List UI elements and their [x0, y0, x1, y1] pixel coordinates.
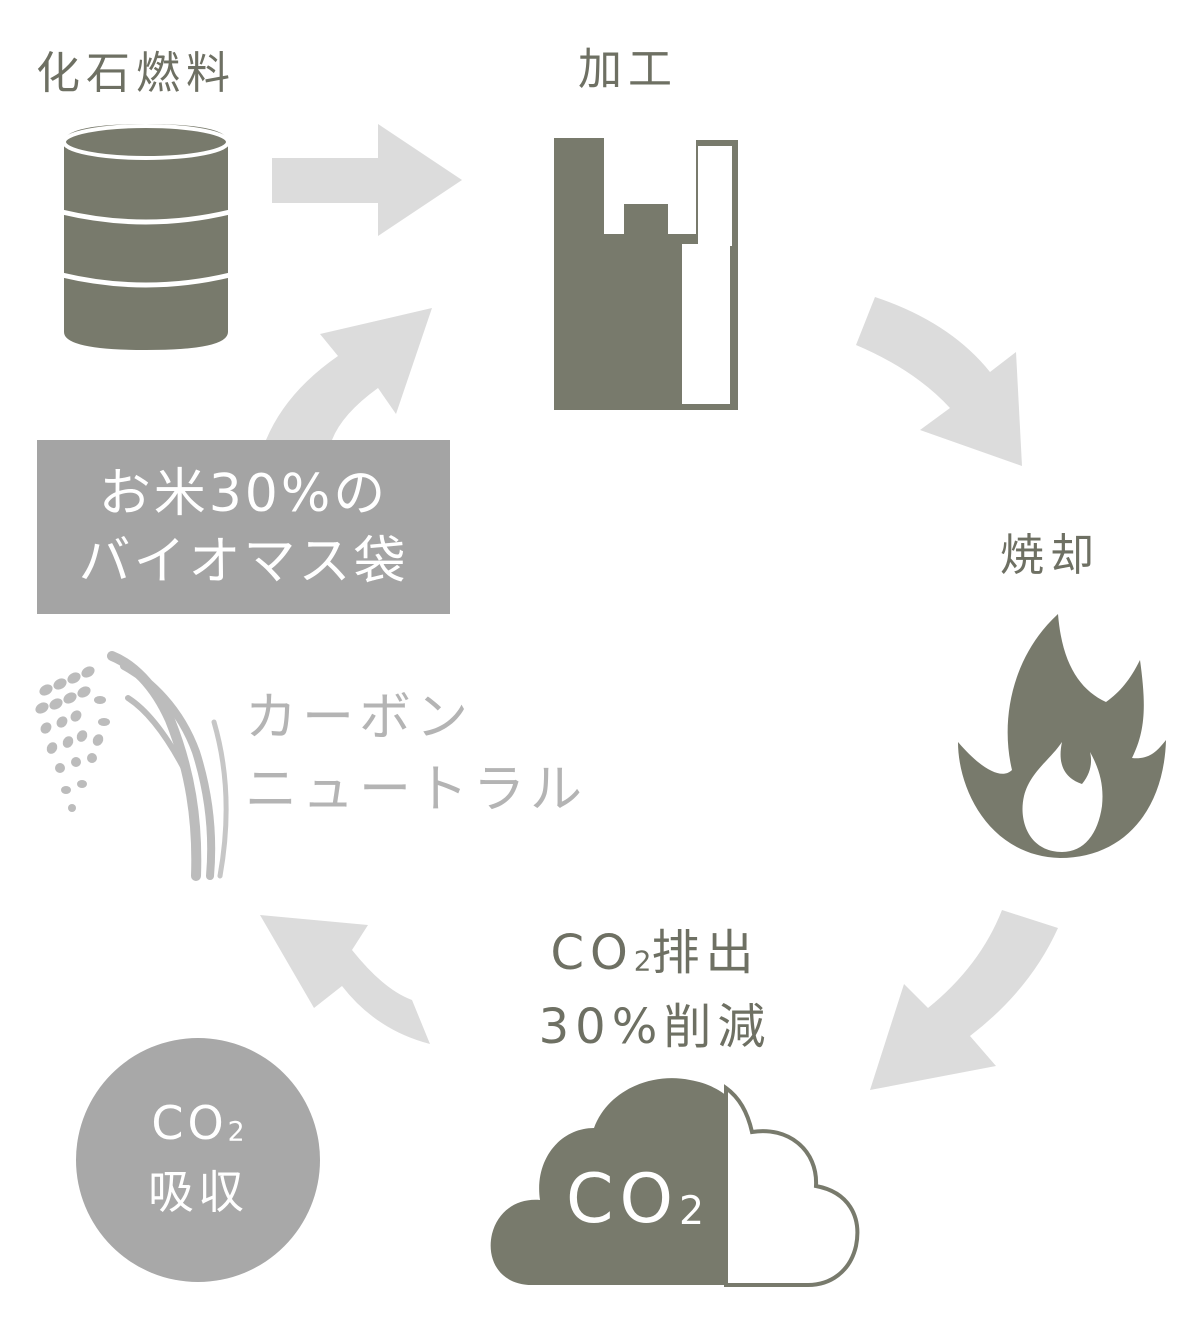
cloud-co2-label: CO2	[566, 1160, 704, 1239]
biomass-line-2: バイオマス袋	[78, 532, 409, 592]
biomass-line-1: お米30%の	[98, 464, 389, 524]
rice-plant-icon	[35, 651, 229, 881]
biomass-text: お米30%の バイオマス袋	[37, 460, 450, 596]
fire-icon	[958, 614, 1166, 858]
arrow-burn-to-emission	[870, 910, 1058, 1090]
absorb-co: CO	[151, 1096, 228, 1150]
reduction-line: 30%削減	[538, 999, 772, 1056]
absorb-sub: 2	[227, 1116, 245, 1148]
carbon-line-2: ニュートラル	[245, 760, 588, 820]
arrow-biomass-to-process	[266, 308, 432, 440]
processing-label: 加工	[578, 44, 678, 95]
emission-label: CO2排出 30%削減	[515, 920, 795, 1060]
cloud-co: CO	[566, 1160, 680, 1239]
oil-barrel-icon	[61, 124, 231, 350]
carbon-neutral-label: カーボン ニュートラル	[245, 682, 587, 826]
co2-absorb-circle	[76, 1038, 320, 1282]
arrow-emission-to-absorb	[260, 915, 430, 1044]
co2-absorb-label: CO2 吸収	[78, 1093, 318, 1222]
emission-line-1: CO2排出	[515, 920, 795, 994]
plastic-bag-icon	[554, 138, 738, 410]
biomass-bag-box: お米30%の バイオマス袋	[37, 440, 450, 614]
cloud-sub: 2	[679, 1187, 705, 1234]
arrow-process-to-burn	[856, 297, 1022, 466]
co2-cloud-icon	[490, 1078, 860, 1287]
carbon-line-1: カーボン	[245, 688, 474, 748]
fossil-fuel-label: 化石燃料	[36, 48, 236, 99]
absorb-co2-line: CO2	[78, 1093, 318, 1162]
emission-co: CO	[550, 925, 634, 981]
incineration-label: 焼却	[1000, 530, 1100, 581]
emission-word: 排出	[651, 925, 760, 981]
arrow-fossil-to-process	[272, 124, 462, 236]
emission-sub: 2	[633, 944, 652, 978]
absorb-word: 吸収	[148, 1165, 248, 1220]
